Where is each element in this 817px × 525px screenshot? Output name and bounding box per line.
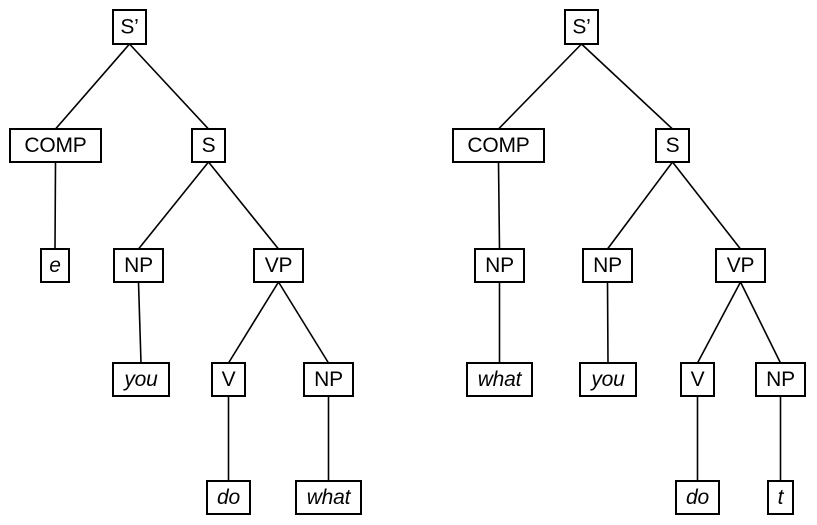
- tree-node-L-do[interactable]: do: [206, 480, 251, 515]
- tree-node-R-Sbar[interactable]: S’: [564, 9, 599, 45]
- tree-edge-R-NP1-to-R-you: [606, 281, 609, 364]
- node-label-R-NP1: NP: [593, 254, 622, 277]
- tree-edge-L-VP-to-L-V: [227, 281, 280, 364]
- node-label-R-NP2: NP: [766, 368, 795, 391]
- node-box-L-COMP: [9, 128, 102, 163]
- node-box-R-Sbar: [564, 9, 599, 45]
- node-box-R-S: [655, 128, 690, 163]
- tree-edge-R-S-to-R-VP: [671, 161, 742, 250]
- tree-node-L-COMP[interactable]: COMP: [9, 128, 102, 163]
- tree-edge-R-S-to-R-NP1: [606, 161, 674, 250]
- tree-nodes-surface-structure-tree: S’ COMP S NP NP VP what you V NP do t: [452, 9, 806, 515]
- node-box-L-e: [40, 248, 70, 283]
- node-label-L-do: do: [217, 486, 240, 509]
- node-label-L-VP: VP: [265, 254, 293, 277]
- tree-node-R-V[interactable]: V: [680, 362, 715, 397]
- tree-edges-surface-structure-tree: [497, 43, 782, 481]
- tree-node-R-t[interactable]: t: [767, 480, 794, 515]
- tree-node-L-Sbar[interactable]: S’: [112, 9, 147, 45]
- node-box-L-V: [211, 362, 246, 397]
- node-label-L-e: e: [49, 254, 60, 277]
- node-label-L-COMP: COMP: [24, 134, 86, 157]
- tree-node-R-VP[interactable]: VP: [715, 248, 766, 283]
- tree-edge-R-COMP-to-R-NP0: [497, 161, 501, 250]
- tree-edge-L-VP-to-L-NP2: [277, 281, 330, 364]
- tree-node-R-you[interactable]: you: [579, 362, 637, 397]
- node-label-L-NP2: NP: [314, 368, 343, 391]
- node-box-R-do: [675, 480, 720, 515]
- node-label-L-S: S: [202, 134, 216, 157]
- node-label-R-COMP: COMP: [467, 134, 529, 157]
- node-label-R-do: do: [686, 486, 709, 509]
- node-box-R-NP1: [582, 248, 633, 283]
- tree-node-R-NP0[interactable]: NP: [474, 248, 525, 283]
- tree-edge-R-Sbar-to-R-S: [580, 43, 674, 130]
- tree-node-R-NP1[interactable]: NP: [582, 248, 633, 283]
- node-label-R-what: what: [478, 368, 523, 391]
- node-box-R-V: [680, 362, 715, 397]
- node-label-R-Sbar: S’: [572, 16, 590, 39]
- tree-edge-R-VP-to-R-NP2: [739, 281, 782, 364]
- node-box-R-what: [466, 362, 533, 397]
- node-box-L-what: [295, 480, 362, 515]
- node-box-L-you: [112, 362, 170, 397]
- node-label-L-you: you: [122, 368, 158, 391]
- node-box-L-Sbar: [112, 9, 147, 45]
- tree-edge-L-Sbar-to-L-S: [128, 43, 210, 130]
- node-label-R-S: S: [666, 134, 680, 157]
- node-box-L-NP1: [113, 248, 164, 283]
- node-label-R-V: V: [691, 368, 705, 391]
- node-label-R-t: t: [778, 486, 785, 509]
- node-box-R-t: [767, 480, 794, 515]
- node-box-R-VP: [715, 248, 766, 283]
- tree-edge-R-Sbar-to-R-COMP: [497, 43, 583, 130]
- node-box-L-do: [206, 480, 251, 515]
- node-label-L-NP1: NP: [124, 254, 153, 277]
- node-label-L-Sbar: S’: [120, 16, 138, 39]
- tree-edge-L-COMP-to-L-e: [54, 161, 57, 250]
- tree-edge-L-Sbar-to-L-COMP: [54, 43, 131, 130]
- tree-node-R-do[interactable]: do: [675, 480, 720, 515]
- node-box-R-COMP: [452, 128, 545, 163]
- node-label-L-what: what: [307, 486, 352, 509]
- tree-node-L-S[interactable]: S: [191, 128, 226, 163]
- tree-node-L-VP[interactable]: VP: [253, 248, 304, 283]
- node-box-L-NP2: [303, 362, 354, 397]
- tree-edge-L-S-to-L-NP1: [137, 161, 210, 250]
- tree-edges-deep-structure-tree: [54, 43, 330, 481]
- tree-node-L-NP2[interactable]: NP: [303, 362, 354, 397]
- tree-edge-R-VP-to-R-V: [696, 281, 742, 364]
- node-box-R-you: [579, 362, 637, 397]
- node-label-R-VP: VP: [727, 254, 755, 277]
- tree-node-R-what[interactable]: what: [466, 362, 533, 397]
- tree-node-L-NP1[interactable]: NP: [113, 248, 164, 283]
- tree-node-R-S[interactable]: S: [655, 128, 690, 163]
- node-box-L-S: [191, 128, 226, 163]
- node-box-R-NP2: [755, 362, 806, 397]
- node-box-L-VP: [253, 248, 304, 283]
- tree-node-L-V[interactable]: V: [211, 362, 246, 397]
- node-label-R-you: you: [589, 368, 625, 391]
- tree-node-R-NP2[interactable]: NP: [755, 362, 806, 397]
- tree-node-R-COMP[interactable]: COMP: [452, 128, 545, 163]
- node-label-R-NP0: NP: [485, 254, 514, 277]
- tree-edge-L-NP1-to-L-you: [137, 281, 142, 364]
- tree-node-L-e[interactable]: e: [40, 248, 70, 283]
- tree-edge-L-S-to-L-VP: [207, 161, 280, 250]
- node-box-R-NP0: [474, 248, 525, 283]
- node-label-L-V: V: [222, 368, 236, 391]
- tree-node-L-you[interactable]: you: [112, 362, 170, 397]
- tree-node-L-what[interactable]: what: [295, 480, 362, 515]
- edges-layer: [54, 43, 782, 481]
